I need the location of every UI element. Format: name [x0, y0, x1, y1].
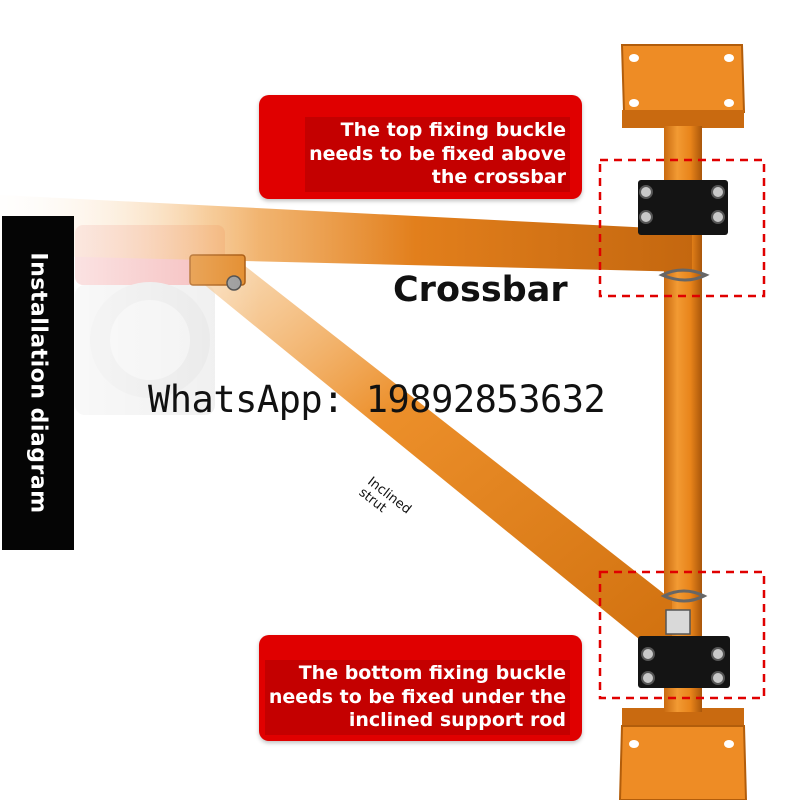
top-mounting-plate	[620, 44, 746, 128]
bottom-fixing-buckle	[638, 589, 730, 688]
top-highlight-box	[598, 158, 766, 298]
top-buckle-callout: The top fixing buckle needs to be fixed …	[259, 95, 582, 199]
side-tab-title: Installation diagram	[25, 252, 51, 514]
bottom-highlight-box	[598, 570, 766, 700]
top-buckle-callout-text: The top fixing buckle needs to be fixed …	[305, 117, 570, 192]
whatsapp-watermark: WhatsApp: 19892853632	[148, 378, 606, 421]
top-fixing-buckle	[638, 180, 728, 282]
bottom-mounting-plate	[618, 708, 748, 800]
inclined-strut-beam	[196, 262, 672, 648]
bottom-buckle-callout: The bottom fixing buckle needs to be fix…	[259, 635, 582, 741]
crossbar-label: Crossbar	[393, 270, 568, 310]
side-tab: Installation diagram	[2, 216, 74, 550]
bottom-buckle-callout-text: The bottom fixing buckle needs to be fix…	[264, 660, 570, 735]
